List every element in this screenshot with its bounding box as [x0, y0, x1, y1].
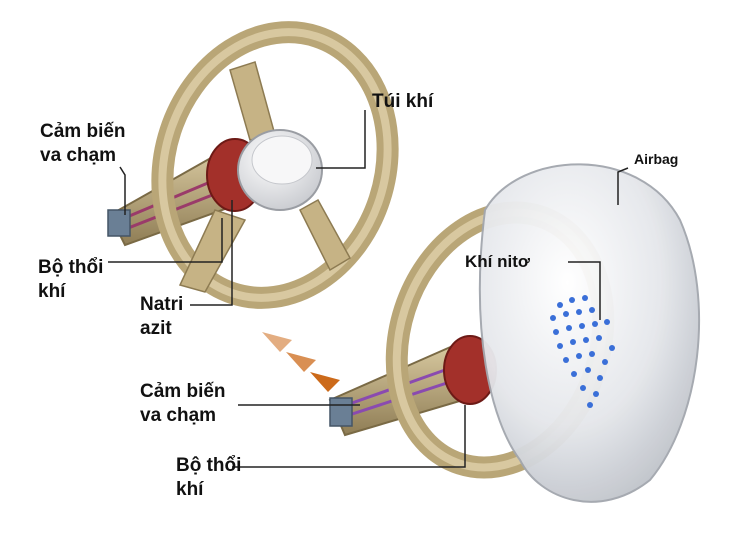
label-inflator-bottom-line2: khí [176, 479, 204, 500]
label-inflator-bottom-line1: Bộ thổi [176, 455, 242, 476]
label-sodium-azide: Natri azit [140, 293, 183, 341]
label-inflator-bottom: Bộ thổi khí [176, 454, 241, 502]
label-crash-sensor-bottom-line2: va chạm [140, 405, 217, 426]
top-steering-assembly [107, 21, 399, 309]
nitrogen-gas-dots [550, 295, 615, 408]
label-sodium-azide-line2: azit [140, 318, 172, 339]
label-crash-sensor-bottom-line1: Cảm biến [140, 381, 226, 402]
bottom-crash-sensor [329, 397, 353, 427]
label-airbag-vi: Túi khí [372, 91, 434, 112]
label-crash-sensor-top-line2: va chạm [40, 145, 117, 166]
label-nitrogen-gas: Khí nitơ [465, 252, 530, 271]
deployed-airbag [478, 163, 701, 503]
impact-arrows [262, 332, 340, 392]
bottom-steering-assembly [262, 163, 701, 503]
label-crash-sensor-bottom: Cảm biến va chạm [140, 380, 226, 428]
leader-lines [108, 110, 629, 468]
label-inflator-top: Bộ thổi khí [38, 256, 103, 304]
label-inflator-top-line1: Bộ thổi [38, 257, 104, 278]
label-inflator-top-line2: khí [38, 281, 66, 302]
label-sodium-azide-line1: Natri [140, 294, 184, 315]
label-crash-sensor-top: Cảm biến va chạm [40, 120, 126, 168]
top-crash-sensor [107, 209, 131, 237]
label-airbag-en: Airbag [634, 151, 679, 167]
label-crash-sensor-top-line1: Cảm biến [40, 121, 126, 142]
